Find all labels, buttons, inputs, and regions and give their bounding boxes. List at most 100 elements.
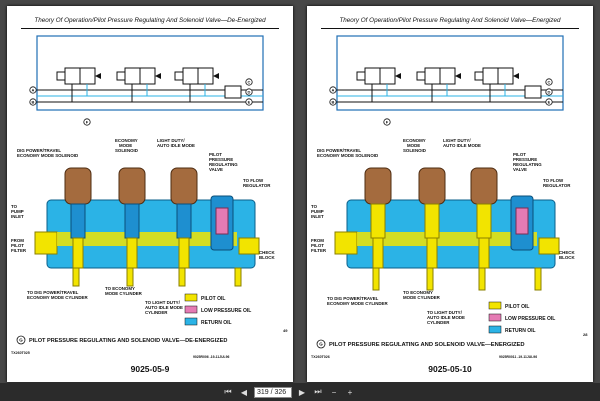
schematic: A B C D E F DIG POWER/TRAVEL ECONOMY MOD… — [311, 35, 588, 359]
label-from-pilot-1: FROM — [11, 238, 24, 243]
figure-id: TX260T026 — [311, 355, 330, 359]
label-to-eco-cyl-1: TO ECONOMY — [105, 286, 135, 291]
label-eco-solenoid-1: ECONOMY — [115, 138, 138, 143]
label-to-flow-2: REGULATOR — [543, 183, 571, 188]
solenoid-symbol-2 — [416, 67, 461, 102]
label-from-pilot-2: PILOT — [11, 243, 24, 248]
page-header: Theory Of Operation/Pilot Pressure Regul… — [21, 14, 279, 29]
ref-code: 9025R006 -19-11JUL96 — [193, 355, 229, 359]
first-page-icon[interactable]: ⏮ — [224, 387, 232, 396]
label-eco-solenoid-3: SOLENOID — [403, 148, 426, 153]
page-mark: 28 — [583, 332, 588, 337]
label-to-pump-3: INLET — [311, 214, 324, 219]
legend: PILOT OIL LOW PRESSURE OIL RETURN OIL — [488, 301, 555, 334]
label-to-pump-3: INLET — [11, 214, 24, 219]
schematic-diagram: A B C D E F DIG POWER/TRAVEL ECONOMY MOD… — [311, 35, 588, 359]
label-to-flow-2: REGULATOR — [243, 183, 271, 188]
label-prv-3: REGULATING — [513, 162, 542, 167]
ref-code: 9025R0011 -19-11JUL96 — [499, 355, 537, 359]
coil-3 — [170, 167, 198, 269]
zoom-in-icon[interactable]: + — [347, 387, 353, 397]
label-light-solenoid-2: AUTO IDLE MODE — [157, 143, 195, 148]
page-mark: 49 — [283, 328, 288, 333]
page-number: 9025-05-9 — [130, 364, 170, 374]
label-prv-3: REGULATING — [209, 162, 238, 167]
label-to-pump-2: PUMP — [11, 209, 24, 214]
label-prv-1: PILOT — [513, 152, 526, 157]
solenoid-symbol-1 — [356, 67, 401, 102]
next-page-icon[interactable]: ▶ — [298, 387, 306, 397]
callout-f: F — [386, 120, 389, 125]
label-to-light-cyl-2: AUTO IDLE MODE — [427, 315, 465, 320]
label-to-flow-1: TO FLOW — [243, 178, 264, 183]
callout-d: D — [548, 90, 551, 95]
document-page-right: Theory Of Operation/Pilot Pressure Regul… — [307, 6, 593, 382]
label-to-light-cyl-2: AUTO IDLE MODE — [145, 305, 183, 310]
solenoid-symbol-2 — [116, 67, 161, 102]
label-to-dig-cyl-2: ECONOMY MODE CYLINDER — [327, 301, 388, 306]
label-eco-solenoid-3: SOLENOID — [115, 148, 138, 153]
label-light-solenoid-2: AUTO IDLE MODE — [443, 143, 481, 148]
label-eco-solenoid-2: MODE — [407, 143, 420, 148]
label-prv-1: PILOT — [209, 152, 222, 157]
callout-a: A — [332, 88, 335, 93]
coil-2 — [418, 167, 446, 269]
label-light-solenoid-1: LIGHT DUTY/ — [157, 138, 185, 143]
label-to-light-cyl-3: CYLINDER — [145, 310, 168, 315]
schematic: A B C D E F DIG POWER/TRAVEL ECONOMY MOD… — [11, 35, 288, 359]
label-to-eco-cyl-1: TO ECONOMY — [403, 290, 433, 295]
label-to-dig-cyl-2: ECONOMY MODE CYLINDER — [27, 295, 88, 300]
pdf-toolbar: ⏮ ◀ ▶ ⏭ − + — [0, 383, 600, 401]
label-prv-2: PRESSURE — [513, 157, 537, 162]
page-navigation: ⏮ ◀ ▶ ⏭ − + — [222, 385, 356, 399]
label-dig-solenoid-1: DIG POWER/TRAVEL — [317, 148, 361, 153]
prev-page-icon[interactable]: ◀ — [240, 387, 248, 397]
label-check-1: CHECK — [259, 250, 275, 255]
figure-title: PILOT PRESSURE REGULATING AND SOLENOID V… — [29, 338, 227, 344]
label-to-light-cyl-3: CYLINDER — [427, 320, 450, 325]
label-from-pilot-2: PILOT — [311, 243, 324, 248]
label-to-flow-1: TO FLOW — [543, 178, 564, 183]
label-dig-solenoid-1: DIG POWER/TRAVEL — [17, 148, 61, 153]
legend-return-oil: RETURN OIL — [505, 328, 536, 334]
label-prv-4: VALVE — [209, 167, 223, 172]
label-to-eco-cyl-2: MODE CYLINDER — [105, 291, 143, 296]
callout-c: C — [548, 80, 551, 85]
legend-pilot-oil: PILOT OIL — [201, 296, 225, 302]
label-prv-4: VALVE — [513, 167, 527, 172]
label-to-dig-cyl-1: TO DIG POWER/TRAVEL — [327, 296, 379, 301]
coil-2 — [118, 167, 146, 269]
label-dig-solenoid-2: ECONOMY MODE SOLENOID — [17, 153, 78, 158]
page-number-input[interactable] — [254, 386, 292, 398]
label-eco-solenoid-1: ECONOMY — [403, 138, 426, 143]
label-to-pump-1: TO — [311, 204, 318, 209]
label-check-1: CHECK — [559, 250, 575, 255]
label-dig-solenoid-2: ECONOMY MODE SOLENOID — [317, 153, 378, 158]
label-from-pilot-3: FILTER — [311, 248, 327, 253]
label-to-dig-cyl-1: TO DIG POWER/TRAVEL — [27, 290, 79, 295]
coil-1 — [64, 167, 92, 269]
pilot-regulator — [210, 195, 234, 251]
callout-d: D — [248, 90, 251, 95]
label-to-light-cyl-1: TO LIGHT DUTY/ — [145, 300, 181, 305]
solenoid-symbol-3 — [474, 67, 519, 102]
label-prv-2: PRESSURE — [209, 157, 233, 162]
page-header: Theory Of Operation/Pilot Pressure Regul… — [321, 14, 579, 29]
label-to-pump-2: PUMP — [311, 209, 324, 214]
label-from-pilot-1: FROM — [311, 238, 324, 243]
label-to-light-cyl-1: TO LIGHT DUTY/ — [427, 310, 463, 315]
coil-3 — [470, 167, 498, 269]
document-page-left: Theory Of Operation/Pilot Pressure Regul… — [7, 6, 293, 382]
callout-f: F — [86, 120, 89, 125]
last-page-icon[interactable]: ⏭ — [314, 387, 322, 396]
callout-b: B — [332, 100, 335, 105]
page-number: 9025-05-10 — [428, 364, 472, 374]
label-to-eco-cyl-2: MODE CYLINDER — [403, 295, 441, 300]
legend-return-oil: RETURN OIL — [201, 320, 232, 326]
callout-c: C — [248, 80, 251, 85]
zoom-out-icon[interactable]: − — [331, 387, 337, 397]
label-eco-solenoid-2: MODE — [119, 143, 132, 148]
legend: PILOT OIL LOW PRESSURE OIL RETURN OIL — [184, 293, 251, 326]
callout-b: B — [32, 100, 35, 105]
